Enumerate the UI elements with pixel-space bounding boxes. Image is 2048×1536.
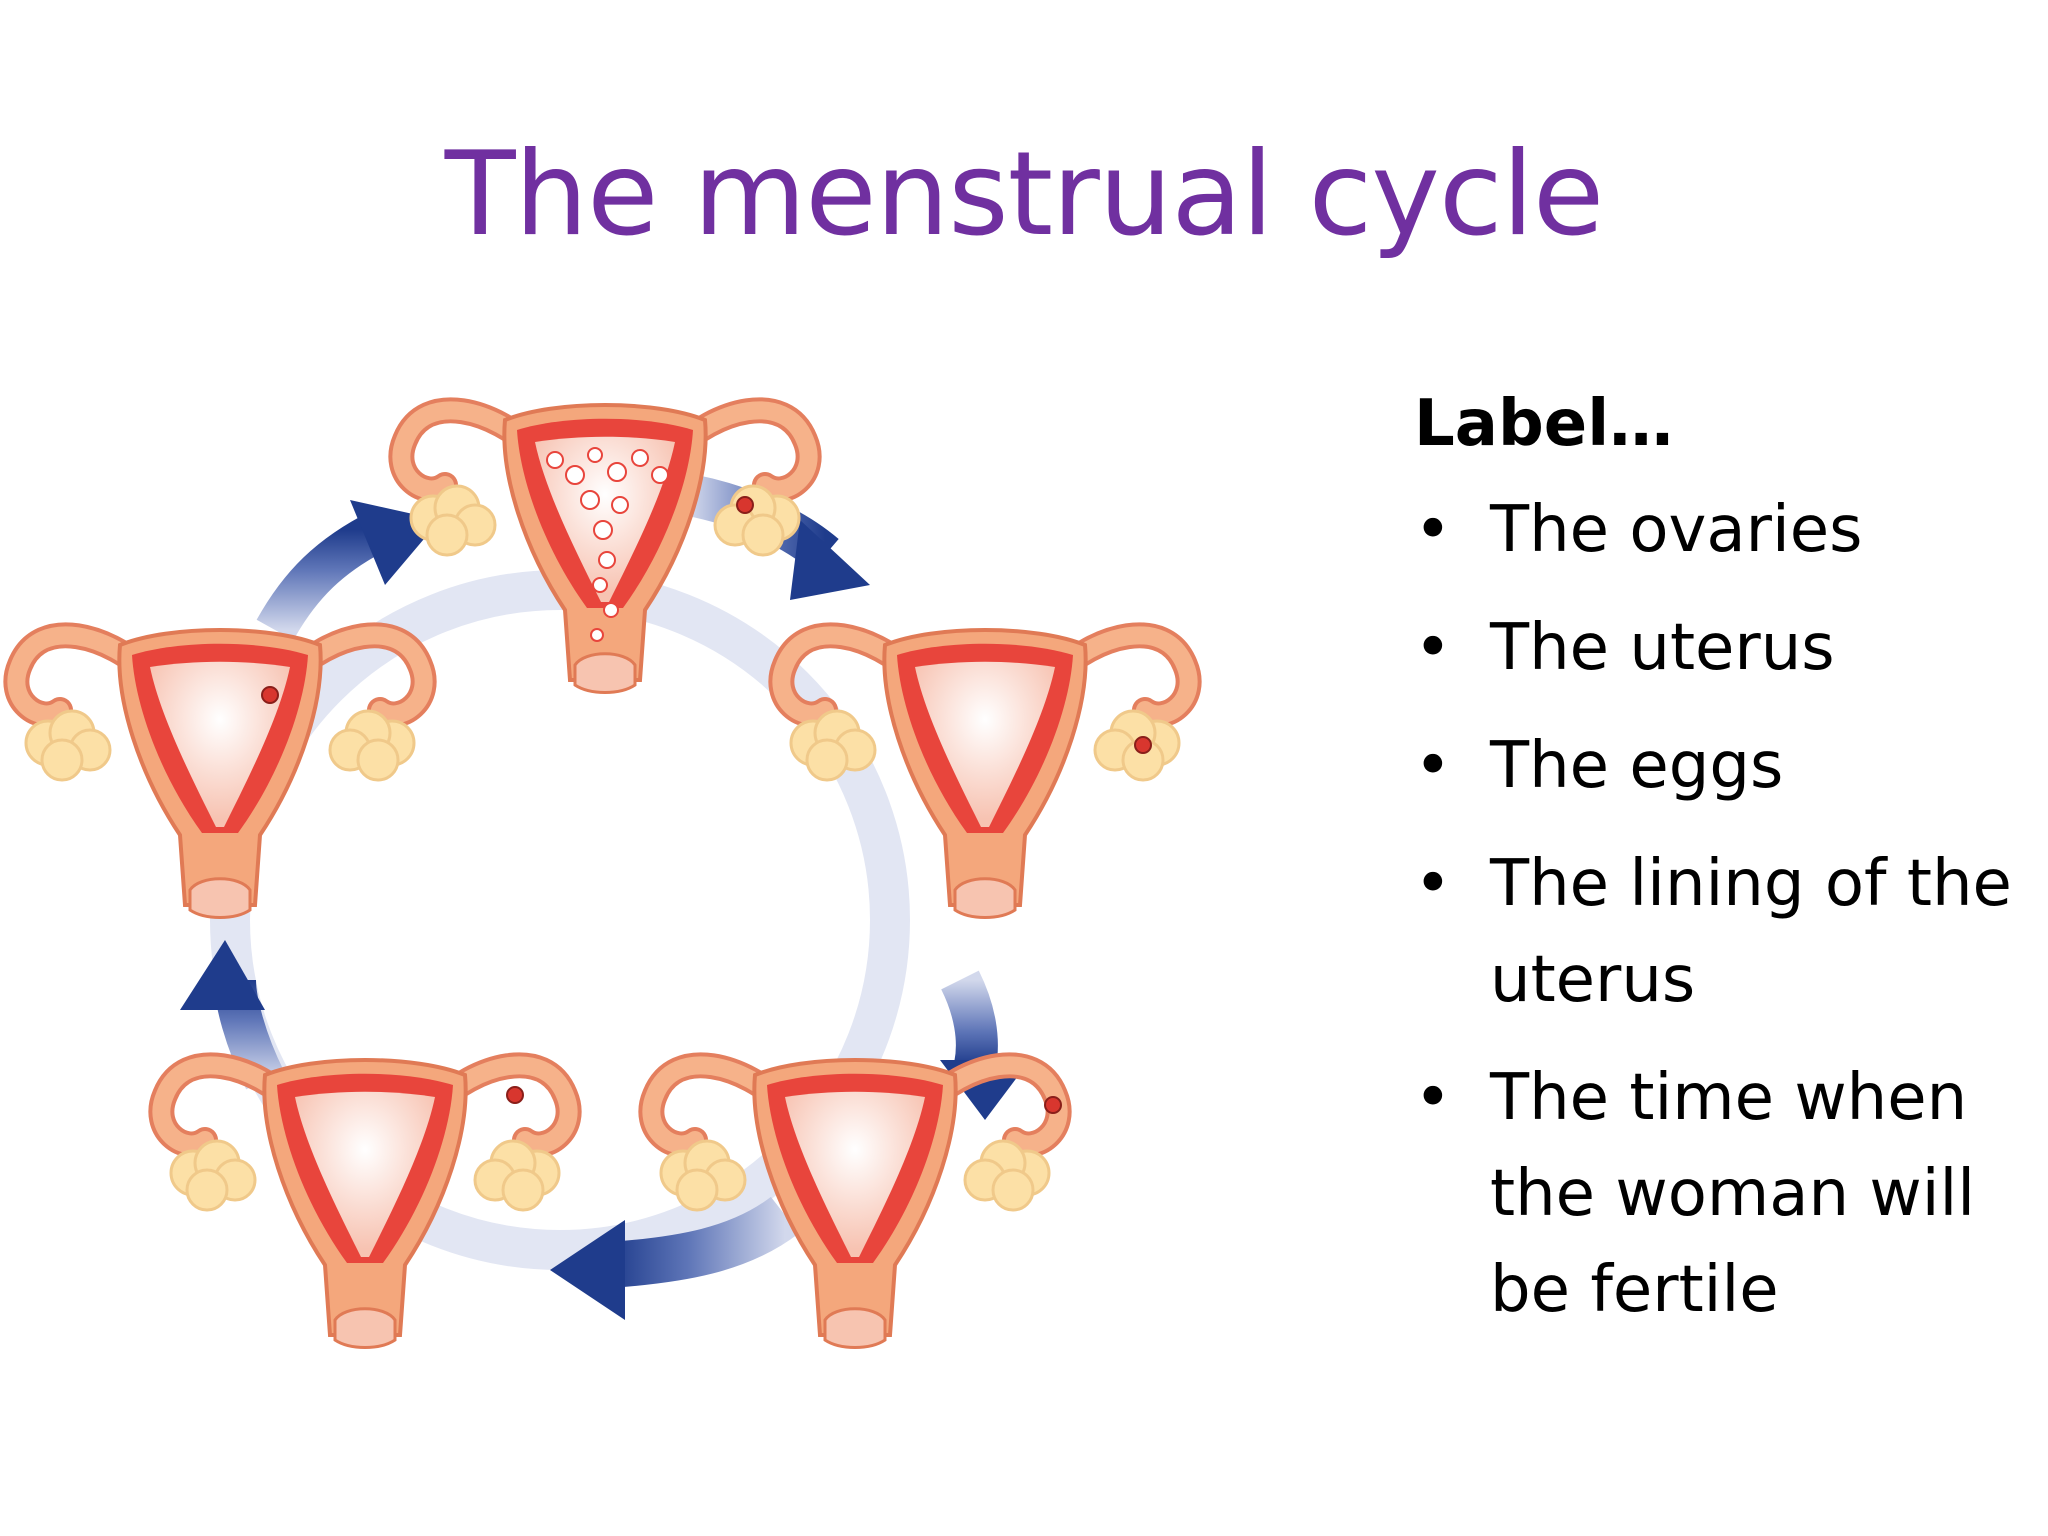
- bullet-icon: •: [1414, 493, 1452, 567]
- list-item: • The ovaries: [1414, 482, 2034, 578]
- list-item: • The uterus: [1414, 600, 2034, 696]
- arrow-3-head: [550, 1220, 625, 1320]
- arrow-2: [941, 970, 998, 1070]
- list-item-text: The lining of the uterus: [1490, 847, 2012, 1017]
- slide-title: The menstrual cycle: [444, 127, 1605, 262]
- bullet-icon: •: [1414, 1061, 1452, 1135]
- egg: [1134, 736, 1152, 754]
- arrow-4-head: [180, 940, 265, 1010]
- egg: [1044, 1096, 1062, 1114]
- label-panel: Label… • The ovaries • The uterus • The …: [1414, 372, 2034, 1360]
- list-item: • The lining of the uterus: [1414, 836, 2034, 1028]
- arrow-3: [608, 1196, 800, 1288]
- list-item: • The time when the woman will be fertil…: [1414, 1050, 2034, 1338]
- egg: [261, 686, 279, 704]
- menstrual-cycle-diagram: [0, 360, 1220, 1390]
- bullet-icon: •: [1414, 847, 1452, 921]
- arrow-5: [256, 511, 390, 641]
- egg: [736, 496, 754, 514]
- uterus-stage-left: [16, 630, 423, 918]
- list-item-text: The ovaries: [1490, 493, 1863, 567]
- bullet-icon: •: [1414, 729, 1452, 803]
- uterus-stage-bottom-right: [651, 1060, 1061, 1348]
- uterus-stage-top: [401, 405, 808, 693]
- list-item-text: The eggs: [1490, 729, 1784, 803]
- bullet-icon: •: [1414, 611, 1452, 685]
- list-item: • The eggs: [1414, 718, 2034, 814]
- uterus-stage-right: [781, 630, 1188, 918]
- list-item-text: The uterus: [1490, 611, 1835, 685]
- egg: [506, 1086, 524, 1104]
- arrow-1-head: [790, 520, 870, 600]
- list-item-text: The time when the woman will be fertile: [1490, 1061, 1976, 1327]
- uterus-stage-bottom-left: [161, 1060, 568, 1348]
- label-list: • The ovaries • The uterus • The eggs • …: [1414, 482, 2034, 1338]
- label-heading: Label…: [1414, 387, 1674, 461]
